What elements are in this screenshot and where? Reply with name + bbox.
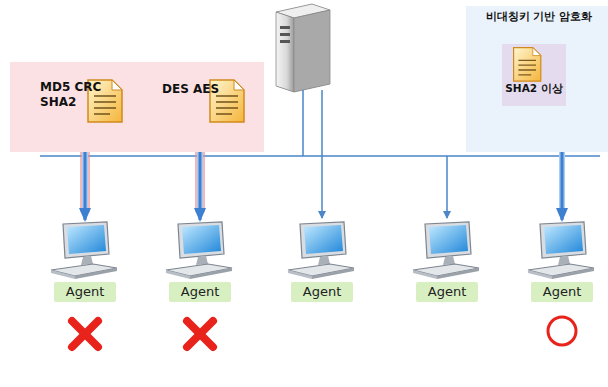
agent-label: Agent	[54, 282, 116, 302]
computer-icon	[407, 220, 487, 284]
server-link	[302, 90, 304, 156]
computer-icon	[45, 220, 125, 284]
agent-pc: Agent	[522, 220, 602, 304]
agent-pc: Agent	[160, 220, 240, 304]
computer-icon	[282, 220, 362, 284]
algorithm-list: DES AES	[162, 82, 219, 97]
computer-icon	[522, 220, 602, 284]
agent-pc: Agent	[282, 220, 362, 304]
computer-icon	[160, 220, 240, 284]
inner-box: SHA2 이상	[502, 44, 566, 106]
info-panel: DES AES	[140, 62, 264, 152]
server-icon	[276, 4, 330, 92]
algorithm-list: MD5 CRC SHA2	[40, 80, 140, 110]
algorithm-list: SHA2 이상	[502, 82, 566, 96]
info-panel: 비대칭키 기반 암호화 SHA2 이상	[466, 6, 608, 152]
document-icon	[512, 46, 542, 86]
fail-mark	[72, 321, 98, 347]
agent-pc: Agent	[45, 220, 125, 304]
network-bus	[40, 155, 600, 157]
agent-label: Agent	[416, 282, 478, 302]
thick-arrow	[85, 152, 86, 220]
fail-mark	[187, 321, 213, 347]
agent-pc: Agent	[407, 220, 487, 304]
thick-arrow	[562, 152, 563, 220]
bus-drop	[321, 90, 323, 218]
agent-label: Agent	[169, 282, 231, 302]
agent-label: Agent	[291, 282, 353, 302]
pass-mark	[548, 317, 576, 345]
agent-label: Agent	[531, 282, 593, 302]
info-panel: MD5 CRC SHA2	[10, 62, 140, 152]
panel-heading: 비대칭키 기반 암호화	[466, 10, 608, 24]
thick-arrow	[200, 152, 201, 220]
bus-drop	[446, 156, 448, 218]
